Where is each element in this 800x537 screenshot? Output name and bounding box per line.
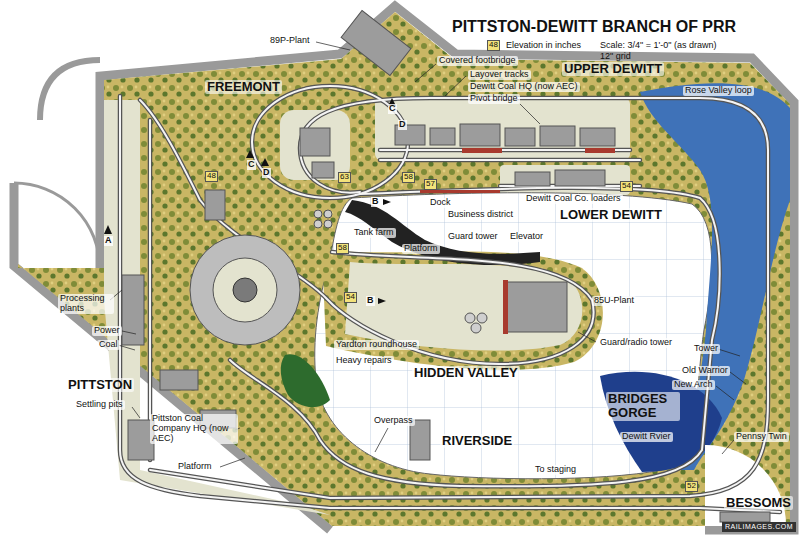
feature-label: Overpass xyxy=(372,416,415,426)
benchwork-walls xyxy=(14,6,794,530)
track-letter: D xyxy=(262,168,271,178)
elevation-box: 58 xyxy=(336,243,349,254)
elevation-box: 63 xyxy=(338,172,351,183)
elevation-box: 57 xyxy=(424,179,437,190)
tracks xyxy=(120,86,780,512)
buildings xyxy=(122,11,770,522)
feature-label: Elevator xyxy=(508,232,545,242)
feature-label: Yardton roundhouse xyxy=(334,340,419,350)
feature-label: Dock xyxy=(428,198,453,208)
watermark: RAILIMAGES.COM xyxy=(722,522,796,532)
feature-label: Guard/radio tower xyxy=(598,338,674,348)
feature-label: Old Warrior xyxy=(680,366,730,376)
feature-label: To staging xyxy=(533,465,578,475)
feature-label: Tank farm xyxy=(352,228,396,238)
region-name: BESSOMS xyxy=(724,496,793,510)
feature-label: Business district xyxy=(446,210,515,220)
feature-label: Tower xyxy=(692,344,720,354)
elevation-box: 52 xyxy=(685,481,698,492)
feature-label: Guard tower xyxy=(446,232,500,242)
elevation-box: 48 xyxy=(205,171,218,182)
warehouses xyxy=(420,148,615,334)
feature-label: Layover tracks xyxy=(468,70,531,80)
feature-label: Coal xyxy=(97,340,120,350)
feature-label: Platform xyxy=(402,244,440,254)
feature-label: Dewitt Coal Co. loaders xyxy=(524,194,623,204)
elevation-box: 54 xyxy=(344,292,357,303)
track-letter: B xyxy=(371,197,380,207)
feature-label: Pivot bridge xyxy=(468,94,520,104)
feature-label: 85U-Plant xyxy=(592,296,636,306)
tanks xyxy=(314,210,487,333)
feature-label: Settling pits xyxy=(74,400,125,410)
feature-label: Dewitt Coal HQ (now AEC) xyxy=(468,82,580,92)
track-letter: C xyxy=(247,160,256,170)
region-name: BRIDGES GORGE xyxy=(606,392,680,421)
feature-label: New Arch xyxy=(672,380,715,390)
region-name: UPPER DEWITT xyxy=(562,62,664,76)
feature-label: Rose Valley loop xyxy=(683,86,754,96)
feature-label: Processing plants xyxy=(58,294,114,314)
scale-note: Scale: 3/4" = 1'-0" (as drawn) xyxy=(600,41,716,51)
scale-note: 12" grid xyxy=(600,52,631,62)
region-name: PITTSTON xyxy=(66,378,134,392)
region-name: LOWER DEWITT xyxy=(558,208,664,222)
map-title: PITTSTON-DEWITT BRANCH OF PRR xyxy=(452,18,736,36)
feature-label: Covered footbridge xyxy=(437,56,518,66)
feature-label: Dewitt Rvier xyxy=(620,432,673,442)
track-letter: B xyxy=(366,296,375,306)
roundhouse xyxy=(190,235,300,345)
feature-label: Heavy repairs xyxy=(334,356,394,366)
scenery xyxy=(18,12,790,526)
aisle-grid xyxy=(315,193,712,479)
leader-lines xyxy=(110,42,746,467)
track-letter: A xyxy=(104,236,113,246)
elevation-box: 58 xyxy=(402,172,415,183)
elevation-number: 48 xyxy=(489,41,498,50)
track-letter: C xyxy=(388,104,397,114)
feature-label: Power xyxy=(92,326,122,336)
region-name: FREEMONT xyxy=(205,80,282,94)
feature-label: Platform xyxy=(176,462,214,472)
feature-label: Pittston Coal Company HQ (now AEC) xyxy=(150,414,238,444)
forest xyxy=(281,354,330,407)
feature-label: Pennsy Twin xyxy=(734,432,789,442)
elevation-box: 54 xyxy=(620,181,633,192)
region-name: HIDDEN VALLEY xyxy=(412,366,520,380)
legend-swatch: 48 xyxy=(487,40,500,51)
feature-label: 89P-Plant xyxy=(268,36,312,46)
legend-text: Elevation in inches xyxy=(506,41,581,51)
direction-arrows xyxy=(104,98,396,304)
track-letter: D xyxy=(398,120,407,130)
door-swing xyxy=(14,183,100,269)
region-name: RIVERSIDE xyxy=(440,434,514,448)
